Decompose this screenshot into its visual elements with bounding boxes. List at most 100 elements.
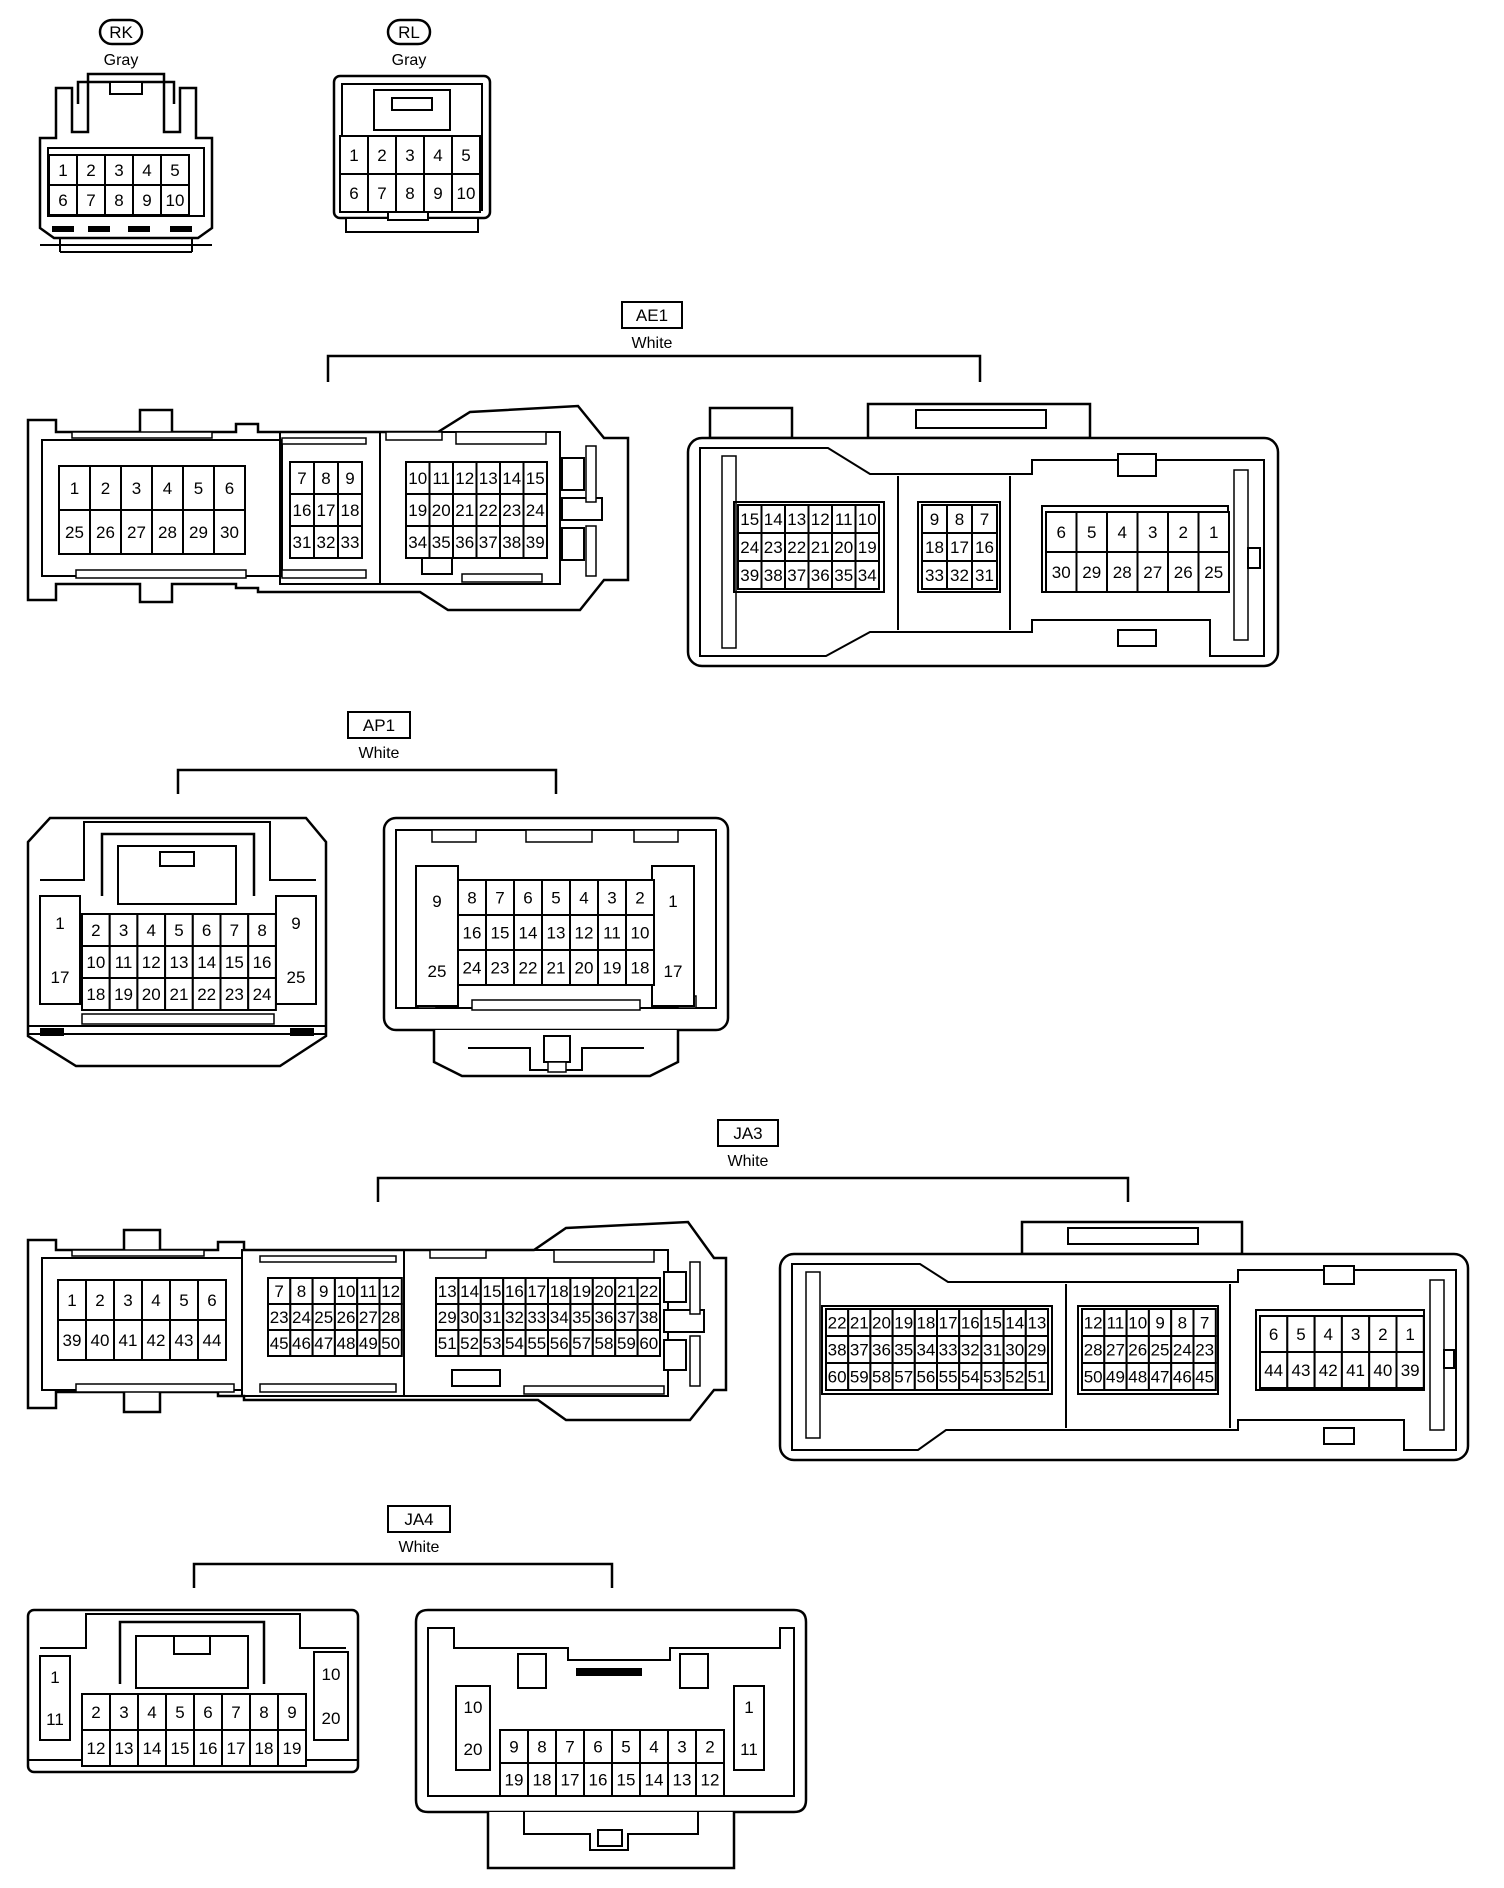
- connector-ja4-label: JA4: [404, 1510, 433, 1529]
- pin-12-cell: [136, 945, 167, 979]
- pin-31-cell: [289, 525, 315, 559]
- pin-57: 57: [894, 1368, 913, 1387]
- pin-16-cell: [457, 914, 487, 951]
- pin-13: 13: [438, 1282, 457, 1301]
- connector-ap1-color: White: [359, 745, 400, 762]
- pin-32: 32: [505, 1308, 524, 1327]
- pin-41-cell: [1340, 1351, 1371, 1389]
- pin-19: 19: [114, 985, 133, 1004]
- pin-33-cell: [921, 560, 948, 590]
- pin-13: 13: [1027, 1314, 1046, 1333]
- pin-28-cell: [151, 509, 184, 555]
- pin-24-cell: [247, 977, 277, 1011]
- pin-3: 3: [1148, 523, 1157, 542]
- pin-10: 10: [631, 924, 650, 943]
- pin-11: 11: [432, 469, 450, 488]
- pin-2: 2: [91, 1703, 100, 1722]
- pin-20: 20: [595, 1282, 614, 1301]
- pin-43: 43: [175, 1331, 194, 1350]
- pin-15-cell: [611, 1762, 641, 1797]
- pin-2-cell: [1167, 511, 1200, 553]
- pin-37: 37: [787, 566, 806, 585]
- pin-4-cell: [1313, 1315, 1343, 1353]
- pin-55: 55: [527, 1334, 546, 1353]
- pin-42: 42: [147, 1331, 166, 1350]
- pin-14: 14: [764, 510, 783, 529]
- pin-13-cell: [667, 1762, 697, 1797]
- pin-2: 2: [101, 479, 110, 498]
- connector-ap1-label: AP1: [363, 716, 395, 735]
- pin-1: 1: [744, 1698, 753, 1717]
- pin-27: 27: [1106, 1341, 1125, 1360]
- pin-25-cell: [58, 509, 91, 555]
- pin-3: 3: [123, 1291, 132, 1310]
- connector-rl-tag: [386, 18, 432, 46]
- pin-21: 21: [617, 1282, 636, 1301]
- pin-20: 20: [322, 1709, 341, 1728]
- connector-ap1-tag: [347, 711, 411, 739]
- pin-4: 4: [1118, 523, 1127, 542]
- pin-47: 47: [314, 1334, 333, 1353]
- pin-8: 8: [321, 469, 330, 488]
- pin-37: 37: [479, 533, 498, 552]
- pin-4: 4: [147, 1703, 156, 1722]
- pin-16: 16: [505, 1282, 524, 1301]
- pin-31: 31: [293, 533, 312, 552]
- pin-30: 30: [1005, 1341, 1024, 1360]
- pin-17: 17: [527, 1282, 546, 1301]
- pin-30-cell: [213, 509, 246, 555]
- pin-16: 16: [961, 1314, 980, 1333]
- pin-17: 17: [317, 501, 336, 520]
- pin-29-cell: [182, 509, 215, 555]
- pin-39: 39: [740, 566, 759, 585]
- pin-2: 2: [1378, 1325, 1387, 1344]
- pin-10: 10: [322, 1665, 341, 1684]
- connector-ja3-label: JA3: [733, 1124, 762, 1143]
- pin-13-cell: [109, 1729, 139, 1767]
- pin-9: 9: [345, 469, 354, 488]
- pin-14: 14: [519, 924, 538, 943]
- pin-13: 13: [479, 469, 498, 488]
- pin-10-cell: [625, 914, 655, 951]
- pin-19: 19: [894, 1314, 913, 1333]
- pin-46: 46: [292, 1334, 311, 1353]
- pin-10: 10: [86, 953, 105, 972]
- pin-14: 14: [645, 1771, 664, 1790]
- pin-7-cell: [221, 1693, 251, 1731]
- pin-1: 1: [1209, 523, 1218, 542]
- pin-22-cell: [191, 977, 222, 1011]
- pin-44: 44: [203, 1331, 222, 1350]
- pin-60: 60: [639, 1334, 658, 1353]
- pin-2: 2: [91, 921, 100, 940]
- pin-12: 12: [87, 1739, 106, 1758]
- connector-ja3-color: White: [728, 1153, 769, 1170]
- pin-21: 21: [547, 959, 566, 978]
- pin-10: 10: [464, 1698, 483, 1717]
- pin-8: 8: [259, 1703, 268, 1722]
- pin-9-cell: [277, 1693, 307, 1731]
- pin-54: 54: [505, 1334, 524, 1353]
- pin-5-cell: [165, 1693, 195, 1731]
- pin-6: 6: [225, 479, 234, 498]
- pin-26: 26: [1174, 563, 1193, 582]
- pin-6: 6: [523, 889, 532, 908]
- pin-55: 55: [939, 1368, 958, 1387]
- pin-4: 4: [147, 921, 156, 940]
- pin-7: 7: [297, 469, 306, 488]
- pin-40: 40: [1373, 1361, 1392, 1380]
- pin-32: 32: [961, 1341, 980, 1360]
- pin-11: 11: [603, 924, 621, 943]
- pin-41-cell: [113, 1319, 143, 1361]
- pin-24: 24: [253, 985, 272, 1004]
- pin-15: 15: [171, 1739, 190, 1758]
- pin-44: 44: [1264, 1361, 1283, 1380]
- connector-ja4-left-side-right: 10 20: [313, 1651, 349, 1741]
- pin-3: 3: [119, 1703, 128, 1722]
